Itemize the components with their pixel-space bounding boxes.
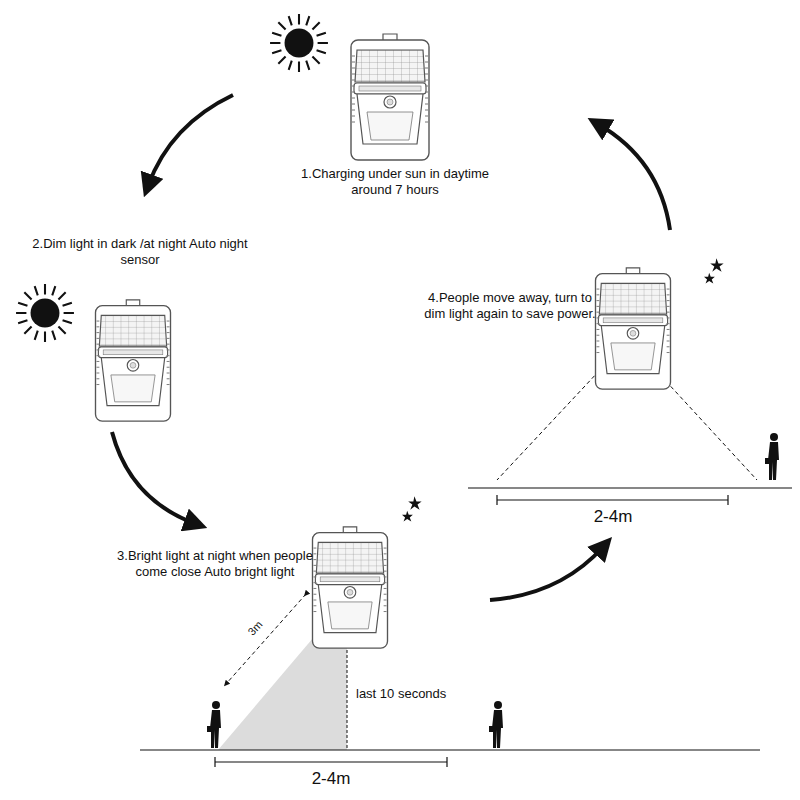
- solar-lamp: [313, 527, 388, 648]
- solar-lamp: [596, 268, 671, 389]
- person: [765, 433, 779, 480]
- distance-label: 3m: [239, 611, 271, 644]
- dimension-line: [497, 499, 728, 500]
- sun-icon: [270, 14, 328, 72]
- duration-note: last 10 seconds: [356, 686, 476, 702]
- person: [489, 701, 503, 748]
- cycle-arrow: [148, 95, 233, 186]
- moon-icon: [402, 496, 458, 542]
- cycle-arrow: [112, 432, 196, 524]
- cycle-arrow: [598, 124, 670, 230]
- sun-icon: [16, 284, 74, 342]
- solar-lamp: [351, 34, 429, 160]
- ground-line: [140, 749, 760, 750]
- dimension-line: [215, 761, 447, 762]
- step-caption: 2.Dim light in dark /at night Auto night…: [30, 236, 250, 268]
- distance-line: [226, 594, 306, 684]
- ground-line: [468, 487, 792, 488]
- dimension-label: 2-4m: [578, 506, 648, 527]
- cycle-arrow: [490, 546, 604, 600]
- solar-lamp: [96, 300, 171, 421]
- dimension-label: 2-4m: [296, 768, 366, 789]
- step-caption: 3.Bright light at night when people come…: [110, 548, 320, 580]
- step-caption: 4.People move away, turn to dim light ag…: [420, 290, 600, 322]
- person: [207, 701, 221, 748]
- moon-icon: [704, 258, 760, 304]
- step-caption: 1.Charging under sun in daytime around 7…: [290, 166, 500, 198]
